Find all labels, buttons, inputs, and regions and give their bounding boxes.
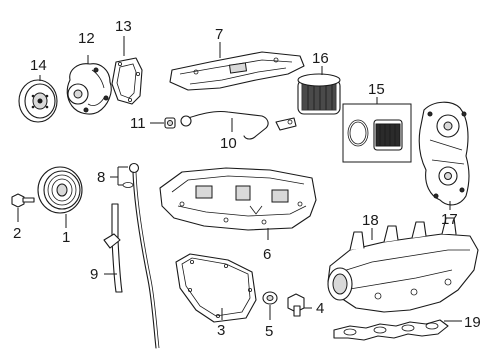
- callout-6: 6: [263, 246, 271, 263]
- callout-7: 7: [215, 26, 223, 43]
- callout-14: 14: [30, 57, 47, 74]
- callout-12: 12: [78, 30, 95, 47]
- manifold-gasket-part-19: [333, 319, 449, 341]
- callout-18: 18: [362, 212, 379, 229]
- drain-plug-part-4: [287, 293, 305, 317]
- crank-pulley-part-1: [37, 166, 83, 214]
- dipstick-guide-part-9: [103, 203, 123, 293]
- callout-3: 3: [217, 322, 225, 339]
- callout-4: 4: [316, 300, 324, 317]
- filter-kit-part-15: [342, 103, 412, 163]
- pulley-part-14: [18, 79, 58, 123]
- timing-cover-part-17: [418, 101, 470, 206]
- oil-pan-upper-part-6: [159, 167, 317, 231]
- callout-13: 13: [115, 18, 132, 35]
- callout-15: 15: [368, 81, 385, 98]
- callout-10: 10: [220, 135, 237, 152]
- bolt-part-11: [164, 117, 176, 129]
- callout-9: 9: [90, 266, 98, 283]
- water-pump-part-12: [66, 63, 112, 115]
- callout-16: 16: [312, 50, 329, 67]
- callout-1: 1: [62, 229, 70, 246]
- callout-19: 19: [464, 314, 481, 331]
- callout-2: 2: [13, 225, 21, 242]
- gasket-part-13: [111, 57, 143, 105]
- callout-17: 17: [441, 211, 458, 228]
- bolt-part-2: [11, 193, 35, 208]
- intake-manifold-part-18: [327, 217, 479, 313]
- washer-part-5: [262, 291, 278, 305]
- oil-pan-lower-part-3: [175, 253, 257, 323]
- callout-8: 8: [97, 169, 105, 186]
- callout-5: 5: [265, 323, 273, 340]
- filter-housing-part-16: [297, 73, 341, 115]
- engine-cover-part-7: [169, 51, 305, 91]
- dipstick-tube-part-10: [180, 110, 297, 140]
- callout-11: 11: [130, 115, 146, 132]
- dipstick-handle-part-8: [122, 162, 140, 188]
